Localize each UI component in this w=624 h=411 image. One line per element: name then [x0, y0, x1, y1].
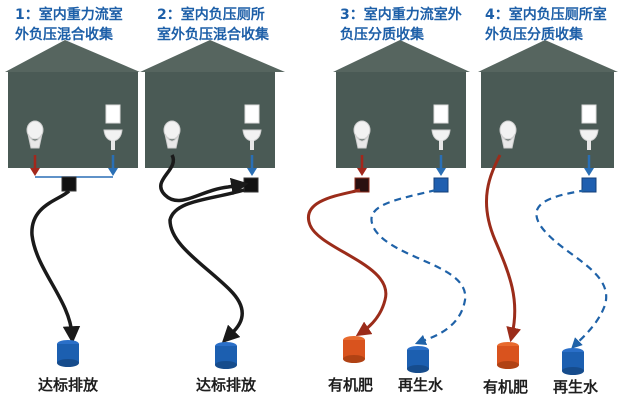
scenario-3-line2: 负压分质收集 — [340, 27, 424, 43]
greywater-pipe-3 — [370, 188, 467, 346]
house-1-roof — [5, 40, 140, 72]
output-reclaimed-3: 再生水 — [398, 376, 444, 394]
house-1 — [5, 40, 140, 168]
scenario-2-title: 2：室内负压厕所 室外负压混合收集 — [157, 4, 269, 44]
house-2 — [140, 40, 285, 168]
mixed-pipe-1 — [30, 189, 81, 344]
house-4 — [478, 40, 618, 168]
greywater-pipe-4 — [535, 188, 608, 349]
toilet-vacuum-pipe-2 — [159, 154, 249, 203]
scenario-4-title: 4：室内负压厕所室 外负压分质收集 — [485, 4, 607, 44]
greywater-tank-icon — [581, 177, 597, 193]
barrel-icon — [215, 342, 237, 369]
output-fertilizer-4: 有机肥 — [483, 378, 529, 396]
collection-tank-icon — [243, 177, 259, 193]
scenario-3-title: 3：室内重力流室外 负压分质收集 — [340, 4, 462, 44]
blackwater-pipe-3 — [306, 188, 388, 337]
scenario-2-line2: 室外负压混合收集 — [157, 27, 269, 43]
house-4-roof — [478, 40, 618, 72]
scenario-1-title: 1：室内重力流室 外负压混合收集 — [15, 4, 123, 44]
barrel-icon — [407, 346, 429, 373]
mirror-icon — [581, 104, 597, 124]
output-fertilizer-3: 有机肥 — [328, 376, 374, 394]
collection-tank-icon — [61, 176, 77, 192]
mirror-icon — [244, 104, 260, 124]
scenario-4-line2: 外负压分质收集 — [485, 27, 583, 43]
sink-outlet-arrowhead — [247, 168, 257, 176]
mirror-icon — [433, 104, 449, 124]
sink-outlet-arrowhead — [108, 168, 118, 176]
mirror-icon — [105, 104, 121, 124]
toilet-outlet-arrowhead — [30, 168, 40, 176]
toilet-outlet-arrowhead — [357, 168, 367, 176]
barrel-icon — [57, 340, 79, 367]
greywater-tank-icon — [433, 177, 449, 193]
scenario-4-line1: 4：室内负压厕所室 — [485, 7, 607, 23]
barrel-icon — [562, 348, 584, 375]
blackwater-pipe-4 — [485, 154, 521, 343]
scenario-3-line1: 3：室内重力流室外 — [340, 7, 462, 23]
output-discharge-2: 达标排放 — [196, 376, 257, 394]
house-3 — [333, 40, 470, 168]
mixed-pipe-2 — [168, 188, 245, 344]
house-2-roof — [140, 40, 285, 72]
scenario-2-line1: 2：室内负压厕所 — [157, 7, 265, 23]
sink-outlet-arrowhead — [436, 168, 446, 176]
barrel-icon — [343, 336, 365, 363]
sink-outlet-arrowhead — [584, 168, 594, 176]
blackwater-tank-icon — [354, 177, 370, 193]
scenario-1-line2: 外负压混合收集 — [15, 27, 113, 43]
scenario-1-line1: 1：室内重力流室 — [15, 7, 123, 23]
output-discharge-1: 达标排放 — [38, 376, 99, 394]
house-3-roof — [333, 40, 470, 72]
barrel-icon — [497, 342, 519, 369]
output-reclaimed-4: 再生水 — [553, 378, 599, 396]
